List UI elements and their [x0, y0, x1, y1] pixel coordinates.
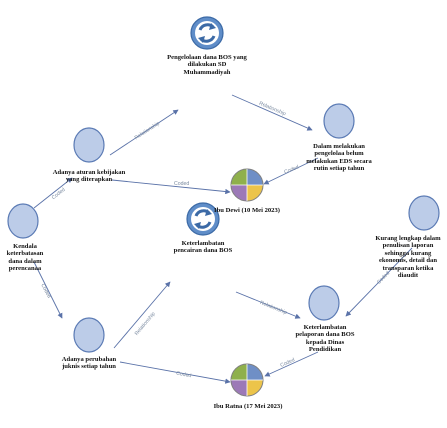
node-n7-label: Kurang lengkap dalam penulisan laporan s…: [375, 235, 441, 280]
node-n4-case-icon: [230, 168, 264, 202]
node-n8-label: Adanya perubahan juknis setiap tahun: [61, 356, 117, 371]
edge-n8-n10: [119, 361, 231, 384]
edge-n9-n10: [264, 351, 319, 377]
node-n2-label: Dalam melakukan pengelolaa belum melakuk…: [306, 143, 372, 173]
node-n6-label: Kendala keterbatasan dana dalam perencan…: [6, 243, 44, 273]
edges: [33, 94, 413, 384]
node-n8-circle: [73, 317, 105, 353]
node-n4-label: Ibu Dewi (10 Mei 2023): [214, 207, 280, 214]
node-n3-circle: [73, 127, 105, 163]
node-n5-label: Keterlambatan pencairan dana BOS: [173, 240, 233, 255]
edge-label-e3: Coded: [174, 181, 190, 187]
edge-n3-n1: [109, 109, 179, 156]
node-n5-icon: [186, 202, 220, 236]
node-n1-label: Pengelolaan dana BOS yang dilakukan SD M…: [167, 54, 247, 76]
node-n9-label: Keterlambatan pelaporan dana BOS kepada …: [295, 324, 355, 354]
edge-n5-n9: [235, 291, 301, 319]
edge-n3-n4: [111, 179, 231, 195]
edge-n8-n5: [113, 281, 171, 349]
node-n6-circle: [7, 203, 39, 239]
node-n10-label: Ibu Ratna (17 Mei 2023): [213, 403, 283, 410]
edge-n7-n9: [345, 247, 413, 317]
edge-n1-n2: [231, 94, 313, 131]
edge-n6-n8: [33, 261, 63, 319]
node-n10-case-icon: [230, 363, 264, 397]
node-n7-circle: [408, 195, 440, 231]
node-n3-label: Adanya aturan kebijakan yang diterapkan: [52, 169, 126, 184]
edge-n6-n3: [33, 177, 73, 209]
node-n2-circle: [323, 103, 355, 139]
node-n1-icon: [190, 16, 224, 50]
edge-n2-n4: [263, 157, 319, 185]
node-n9-circle: [308, 285, 340, 321]
